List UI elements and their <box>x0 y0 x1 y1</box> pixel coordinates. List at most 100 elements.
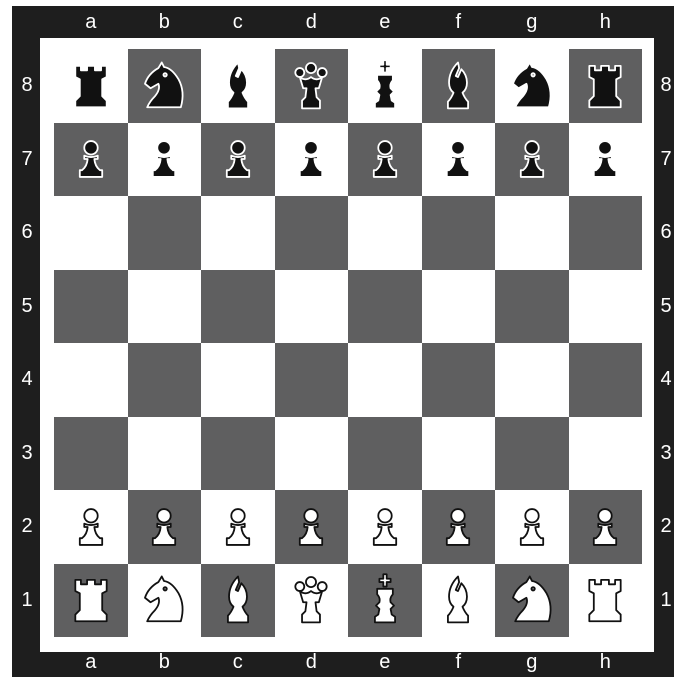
square-g3[interactable] <box>495 417 569 491</box>
square-d2[interactable] <box>275 490 349 564</box>
square-e3[interactable] <box>348 417 422 491</box>
white-knight-icon[interactable] <box>136 572 192 628</box>
black-pawn-icon[interactable] <box>504 131 560 187</box>
square-h7[interactable] <box>569 123 643 197</box>
square-d5[interactable] <box>275 270 349 344</box>
rank-label-right-5: 5 <box>646 294 674 318</box>
square-f1[interactable] <box>422 564 496 638</box>
square-b7[interactable] <box>128 123 202 197</box>
square-c1[interactable] <box>201 564 275 638</box>
square-b8[interactable] <box>128 49 202 123</box>
black-knight-icon[interactable] <box>136 58 192 114</box>
square-e4[interactable] <box>348 343 422 417</box>
black-pawn-icon[interactable] <box>430 131 486 187</box>
square-d4[interactable] <box>275 343 349 417</box>
black-pawn-icon[interactable] <box>577 131 633 187</box>
square-h2[interactable] <box>569 490 643 564</box>
square-h8[interactable] <box>569 49 643 123</box>
square-c8[interactable] <box>201 49 275 123</box>
square-c7[interactable] <box>201 123 275 197</box>
white-bishop-icon[interactable] <box>430 572 486 628</box>
square-b1[interactable] <box>128 564 202 638</box>
square-b5[interactable] <box>128 270 202 344</box>
square-a1[interactable] <box>54 564 128 638</box>
square-e6[interactable] <box>348 196 422 270</box>
square-f3[interactable] <box>422 417 496 491</box>
white-pawn-icon[interactable] <box>577 499 633 555</box>
white-bishop-icon[interactable] <box>210 572 266 628</box>
black-pawn-icon[interactable] <box>136 131 192 187</box>
square-a4[interactable] <box>54 343 128 417</box>
square-f6[interactable] <box>422 196 496 270</box>
square-c5[interactable] <box>201 270 275 344</box>
square-f4[interactable] <box>422 343 496 417</box>
square-a5[interactable] <box>54 270 128 344</box>
square-d8[interactable] <box>275 49 349 123</box>
black-pawn-icon[interactable] <box>210 131 266 187</box>
square-f8[interactable] <box>422 49 496 123</box>
rank-label-right-4: 4 <box>646 367 674 391</box>
square-f2[interactable] <box>422 490 496 564</box>
black-pawn-icon[interactable] <box>357 131 413 187</box>
square-h1[interactable] <box>569 564 643 638</box>
white-rook-icon[interactable] <box>63 572 119 628</box>
square-a6[interactable] <box>54 196 128 270</box>
square-b3[interactable] <box>128 417 202 491</box>
square-g2[interactable] <box>495 490 569 564</box>
square-d6[interactable] <box>275 196 349 270</box>
white-pawn-icon[interactable] <box>136 499 192 555</box>
square-d7[interactable] <box>275 123 349 197</box>
square-c2[interactable] <box>201 490 275 564</box>
black-queen-icon[interactable] <box>283 58 339 114</box>
black-rook-icon[interactable] <box>577 58 633 114</box>
square-a3[interactable] <box>54 417 128 491</box>
white-king-icon[interactable] <box>357 572 413 628</box>
square-a2[interactable] <box>54 490 128 564</box>
white-pawn-icon[interactable] <box>210 499 266 555</box>
square-g1[interactable] <box>495 564 569 638</box>
square-e5[interactable] <box>348 270 422 344</box>
white-pawn-icon[interactable] <box>63 499 119 555</box>
black-rook-icon[interactable] <box>63 58 119 114</box>
square-g4[interactable] <box>495 343 569 417</box>
square-e7[interactable] <box>348 123 422 197</box>
black-bishop-icon[interactable] <box>210 58 266 114</box>
square-g7[interactable] <box>495 123 569 197</box>
white-pawn-icon[interactable] <box>357 499 413 555</box>
square-f7[interactable] <box>422 123 496 197</box>
square-b6[interactable] <box>128 196 202 270</box>
black-knight-icon[interactable] <box>504 58 560 114</box>
square-c4[interactable] <box>201 343 275 417</box>
square-c3[interactable] <box>201 417 275 491</box>
square-b4[interactable] <box>128 343 202 417</box>
square-h3[interactable] <box>569 417 643 491</box>
rank-label-left-7: 7 <box>7 147 47 171</box>
square-a8[interactable] <box>54 49 128 123</box>
square-g6[interactable] <box>495 196 569 270</box>
square-h6[interactable] <box>569 196 643 270</box>
white-pawn-icon[interactable] <box>283 499 339 555</box>
square-d1[interactable] <box>275 564 349 638</box>
white-pawn-icon[interactable] <box>430 499 486 555</box>
square-e8[interactable] <box>348 49 422 123</box>
white-queen-icon[interactable] <box>283 572 339 628</box>
black-king-icon[interactable] <box>357 58 413 114</box>
black-bishop-icon[interactable] <box>430 58 486 114</box>
square-g5[interactable] <box>495 270 569 344</box>
square-h5[interactable] <box>569 270 643 344</box>
square-e1[interactable] <box>348 564 422 638</box>
white-rook-icon[interactable] <box>577 572 633 628</box>
square-d3[interactable] <box>275 417 349 491</box>
square-h4[interactable] <box>569 343 643 417</box>
square-g8[interactable] <box>495 49 569 123</box>
chess-board[interactable] <box>54 49 642 637</box>
black-pawn-icon[interactable] <box>63 131 119 187</box>
white-knight-icon[interactable] <box>504 572 560 628</box>
white-pawn-icon[interactable] <box>504 499 560 555</box>
square-a7[interactable] <box>54 123 128 197</box>
black-pawn-icon[interactable] <box>283 131 339 187</box>
square-f5[interactable] <box>422 270 496 344</box>
square-b2[interactable] <box>128 490 202 564</box>
square-c6[interactable] <box>201 196 275 270</box>
square-e2[interactable] <box>348 490 422 564</box>
